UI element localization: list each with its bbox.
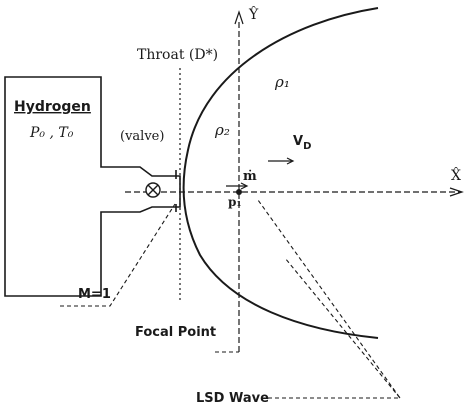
mach-leader bbox=[60, 203, 176, 307]
valve-label: (valve) bbox=[120, 129, 164, 144]
throat-label: Throat (D*) bbox=[137, 47, 218, 63]
focal-point-marker bbox=[236, 189, 242, 195]
p1-label: p₁ bbox=[228, 195, 242, 209]
p0-t0-label: P₀ , T₀ bbox=[29, 125, 74, 141]
lsd-wave-label: LSD Wave bbox=[196, 391, 269, 406]
vd-label: VD bbox=[293, 134, 311, 152]
lsd-wave-leader-1 bbox=[257, 199, 402, 399]
mdot-label: ṁ bbox=[243, 169, 257, 184]
x-axis-arrowhead bbox=[449, 187, 464, 197]
rho1-label: ρ₁ bbox=[274, 73, 290, 91]
reservoir-outline bbox=[4, 76, 181, 297]
x-axis-label: X̂ bbox=[451, 166, 461, 184]
y-axis-label: Ŷ bbox=[248, 5, 259, 23]
lsd-wave-leader-2 bbox=[284, 257, 401, 399]
rho2-label: ρ₂ bbox=[214, 121, 230, 139]
focal-point-label: Focal Point bbox=[135, 325, 216, 340]
y-axis-arrowhead bbox=[234, 10, 244, 25]
valve-icon bbox=[145, 182, 161, 198]
lsd-wave-front bbox=[182, 7, 379, 339]
mach-label: M=1 bbox=[78, 287, 111, 302]
hydrogen-label: Hydrogen bbox=[14, 99, 91, 115]
